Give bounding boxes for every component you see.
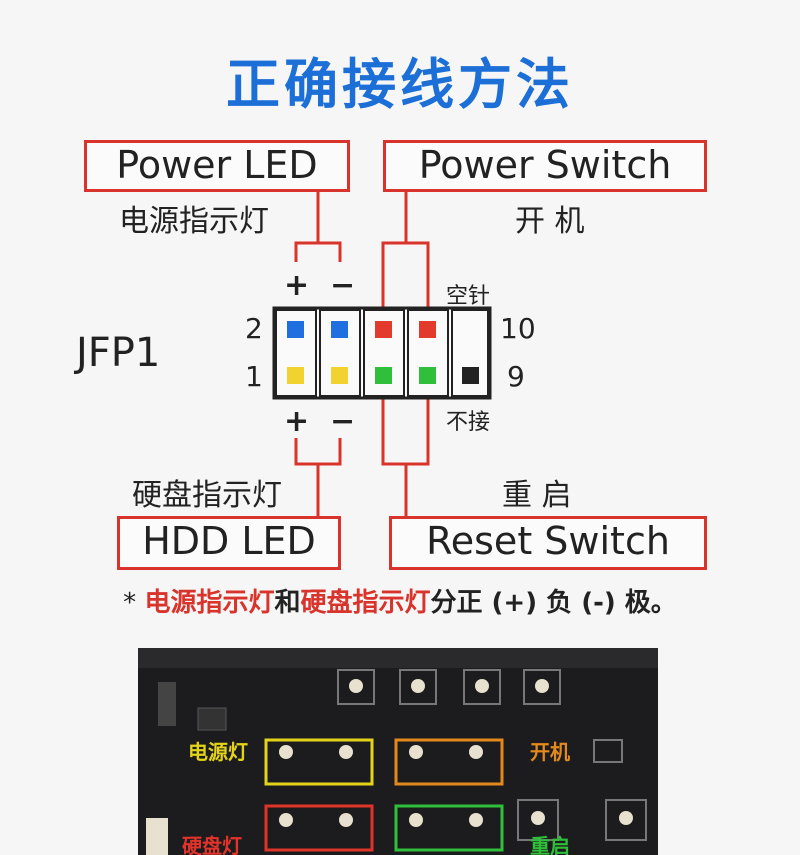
pin-2 (287, 321, 304, 338)
hdd-led-cn-label: 硬盘指示灯 (132, 478, 282, 513)
wire-lines (294, 192, 430, 516)
hdd-led-wire-minus (318, 438, 342, 466)
hdd-led-plus: + (284, 404, 310, 439)
pin-8 (419, 321, 436, 338)
power-led-label: Power LED (84, 140, 350, 192)
pin-9 (462, 367, 479, 384)
photo-hdd-led-box (264, 804, 374, 852)
motherboard-drawing (138, 648, 658, 855)
hdd-led-wire-plus (294, 438, 320, 516)
photo-power-switch-label: 开机 (530, 740, 570, 764)
pin-7 (419, 367, 436, 384)
power-switch-wire-right (406, 241, 430, 310)
page-title: 正确接线方法 (226, 53, 574, 116)
photo-power-led-box (264, 738, 374, 786)
pin-1 (287, 367, 304, 384)
photo-hdd-led-label: 硬盘灯 (182, 834, 242, 855)
photo-power-switch-box (394, 738, 504, 786)
note-power-led: 电源指示灯 (144, 588, 275, 618)
photo-power-led-label: 电源灯 (188, 740, 248, 764)
power-switch-wire-left (381, 192, 408, 310)
power-led-wire-plus (294, 192, 320, 262)
note-and: 和 (274, 588, 301, 618)
photo-reset-label: 重启 (530, 834, 570, 855)
power-switch-cn-label: 开 机 (515, 204, 585, 239)
pin-4 (331, 321, 348, 338)
pin-number-10: 10 (500, 312, 536, 345)
hdd-led-minus: − (330, 404, 356, 439)
power-led-cn-label: 电源指示灯 (119, 204, 269, 239)
note-star: * (123, 588, 137, 618)
pins (287, 321, 479, 384)
pin-6 (375, 321, 392, 338)
reset-wire-right (406, 398, 430, 466)
pin-number-9: 9 (507, 360, 525, 393)
header-name: JFP1 (76, 330, 161, 376)
power-led-plus: + (284, 268, 310, 303)
photo-reset-box (394, 804, 504, 852)
hdd-led-label: HDD LED (117, 516, 341, 570)
power-led-pin-group (275, 309, 317, 397)
note-rest: 分正 (+) 负 (-) 极。 (430, 588, 677, 618)
empty-pin-label: 空针 (446, 284, 491, 309)
pin-5 (375, 367, 392, 384)
no-connect-label: 不接 (446, 410, 491, 435)
pin-number-1: 1 (245, 360, 263, 393)
pin-header-diagram (272, 192, 492, 516)
power-switch-label: Power Switch (383, 140, 707, 192)
reset-cn-label: 重 启 (502, 478, 572, 513)
power-led-wire-minus (318, 241, 342, 262)
pin-number-2: 2 (245, 312, 263, 345)
pin-3 (331, 367, 348, 384)
reset-wire-left (381, 398, 408, 516)
polarity-note: * 电源指示灯和硬盘指示灯分正 (+) 负 (-) 极。 (0, 582, 800, 619)
note-hdd-led: 硬盘指示灯 (300, 588, 431, 618)
reset-switch-label: Reset Switch (389, 516, 707, 570)
power-led-minus: − (330, 268, 356, 303)
motherboard-photo: 电源灯 开机 硬盘灯 重启 (138, 648, 658, 855)
